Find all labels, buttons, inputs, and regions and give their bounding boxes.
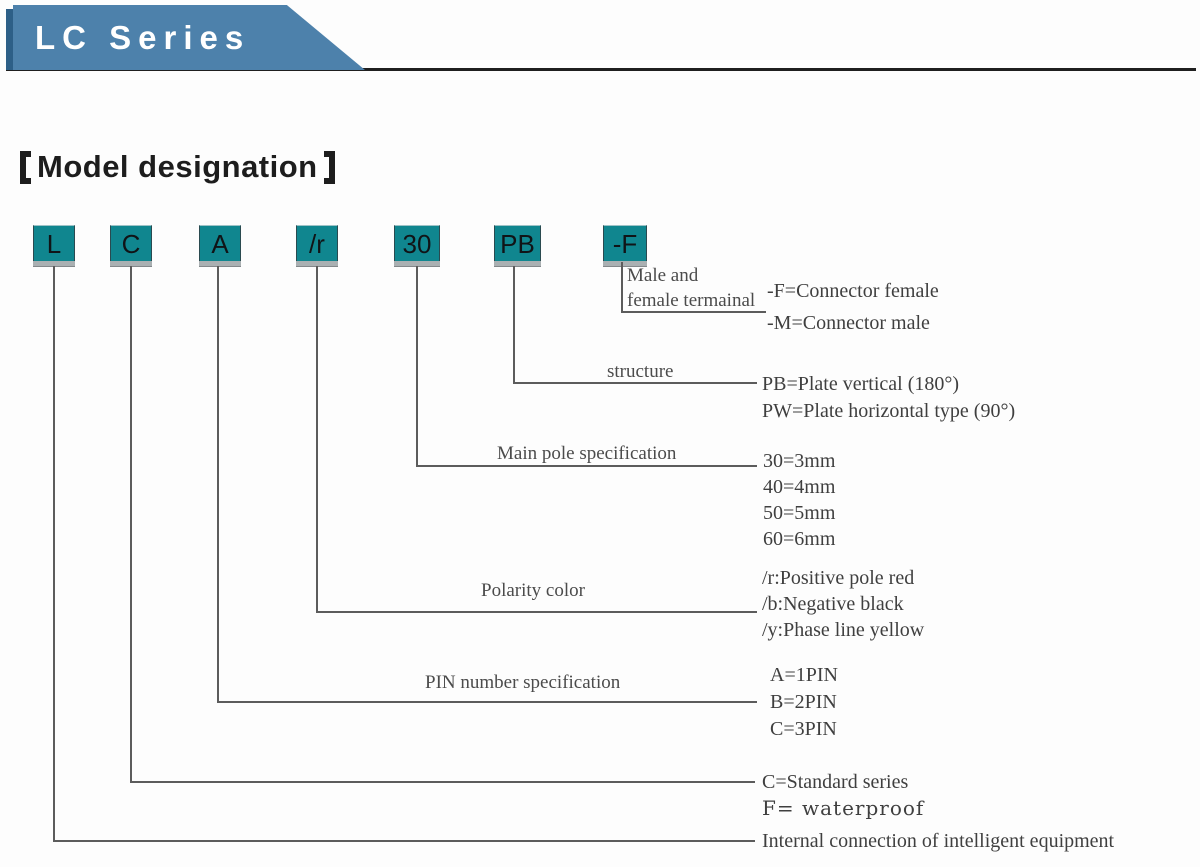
connector-hline-L <box>53 840 755 842</box>
connector-hline-30 <box>416 465 757 467</box>
option-pole-40: 40=4mm <box>763 476 836 498</box>
connector-hline-A <box>217 701 757 703</box>
branch-label-pin-number: PIN number specification <box>425 672 621 693</box>
option-polarity-b: /b:Negative black <box>762 593 904 615</box>
option-structure-pw: PW=Plate horizontal type (90°) <box>762 400 1016 422</box>
connector-vline-PB <box>513 266 515 384</box>
connector-vline-C <box>130 266 132 783</box>
connector-hline-r <box>316 611 757 613</box>
connector-vline-F <box>621 262 623 313</box>
option-pole-50: 50=5mm <box>763 502 836 524</box>
option-polarity-y: /y:Phase line yellow <box>762 619 925 641</box>
option-pole-60: 60=6mm <box>763 528 836 550</box>
code-box-30: 30 <box>394 225 440 267</box>
connector-hline-PB <box>513 382 757 384</box>
code-box-F: -F <box>603 225 647 267</box>
option-pin-b: B=2PIN <box>770 691 837 713</box>
code-box-L: L <box>33 225 75 267</box>
branch-label-main-pole: Main pole specification <box>497 443 677 464</box>
branch-label-terminal: Male and female termainal <box>627 263 755 313</box>
connector-vline-A <box>217 266 219 703</box>
connector-hline-F <box>621 311 766 313</box>
option-pin-c: C=3PIN <box>770 718 837 740</box>
option-polarity-r: /r:Positive pole red <box>762 567 915 589</box>
page-title: Model designation <box>20 146 335 188</box>
series-banner-title: LC Series <box>35 19 251 56</box>
option-terminal-male: -M=Connector male <box>767 312 930 334</box>
branch-label-polarity: Polarity color <box>481 580 585 601</box>
code-box-PB: PB <box>494 225 541 267</box>
branch-label-terminal-line1: Male and <box>627 265 699 286</box>
code-box-r: /r <box>296 225 338 267</box>
option-series-standard: C=Standard series <box>762 771 909 793</box>
option-pin-a: A=1PIN <box>770 664 838 686</box>
option-internal-connection: Internal connection of intelligent equip… <box>762 830 1115 852</box>
option-pole-30: 30=3mm <box>763 450 836 472</box>
option-series-waterproof: F= waterproof <box>762 796 925 820</box>
left-lenticular-bracket <box>20 150 31 184</box>
option-structure-pb: PB=Plate vertical (180°) <box>762 373 960 395</box>
page-title-text: Model designation <box>37 149 318 184</box>
connector-vline-L <box>53 266 55 842</box>
option-terminal-female: -F=Connector female <box>767 280 939 302</box>
code-box-C: C <box>110 225 152 267</box>
connector-vline-30 <box>416 266 418 467</box>
connector-vline-r <box>316 266 318 613</box>
banner-underline <box>6 68 1196 71</box>
series-banner: LC Series <box>13 5 365 70</box>
banner-accent-strip <box>6 9 16 70</box>
connector-hline-C <box>130 781 755 783</box>
code-box-A: A <box>199 225 241 267</box>
branch-label-structure: structure <box>607 361 674 382</box>
right-lenticular-bracket <box>323 150 335 184</box>
branch-label-terminal-line2: female termainal <box>627 290 756 311</box>
